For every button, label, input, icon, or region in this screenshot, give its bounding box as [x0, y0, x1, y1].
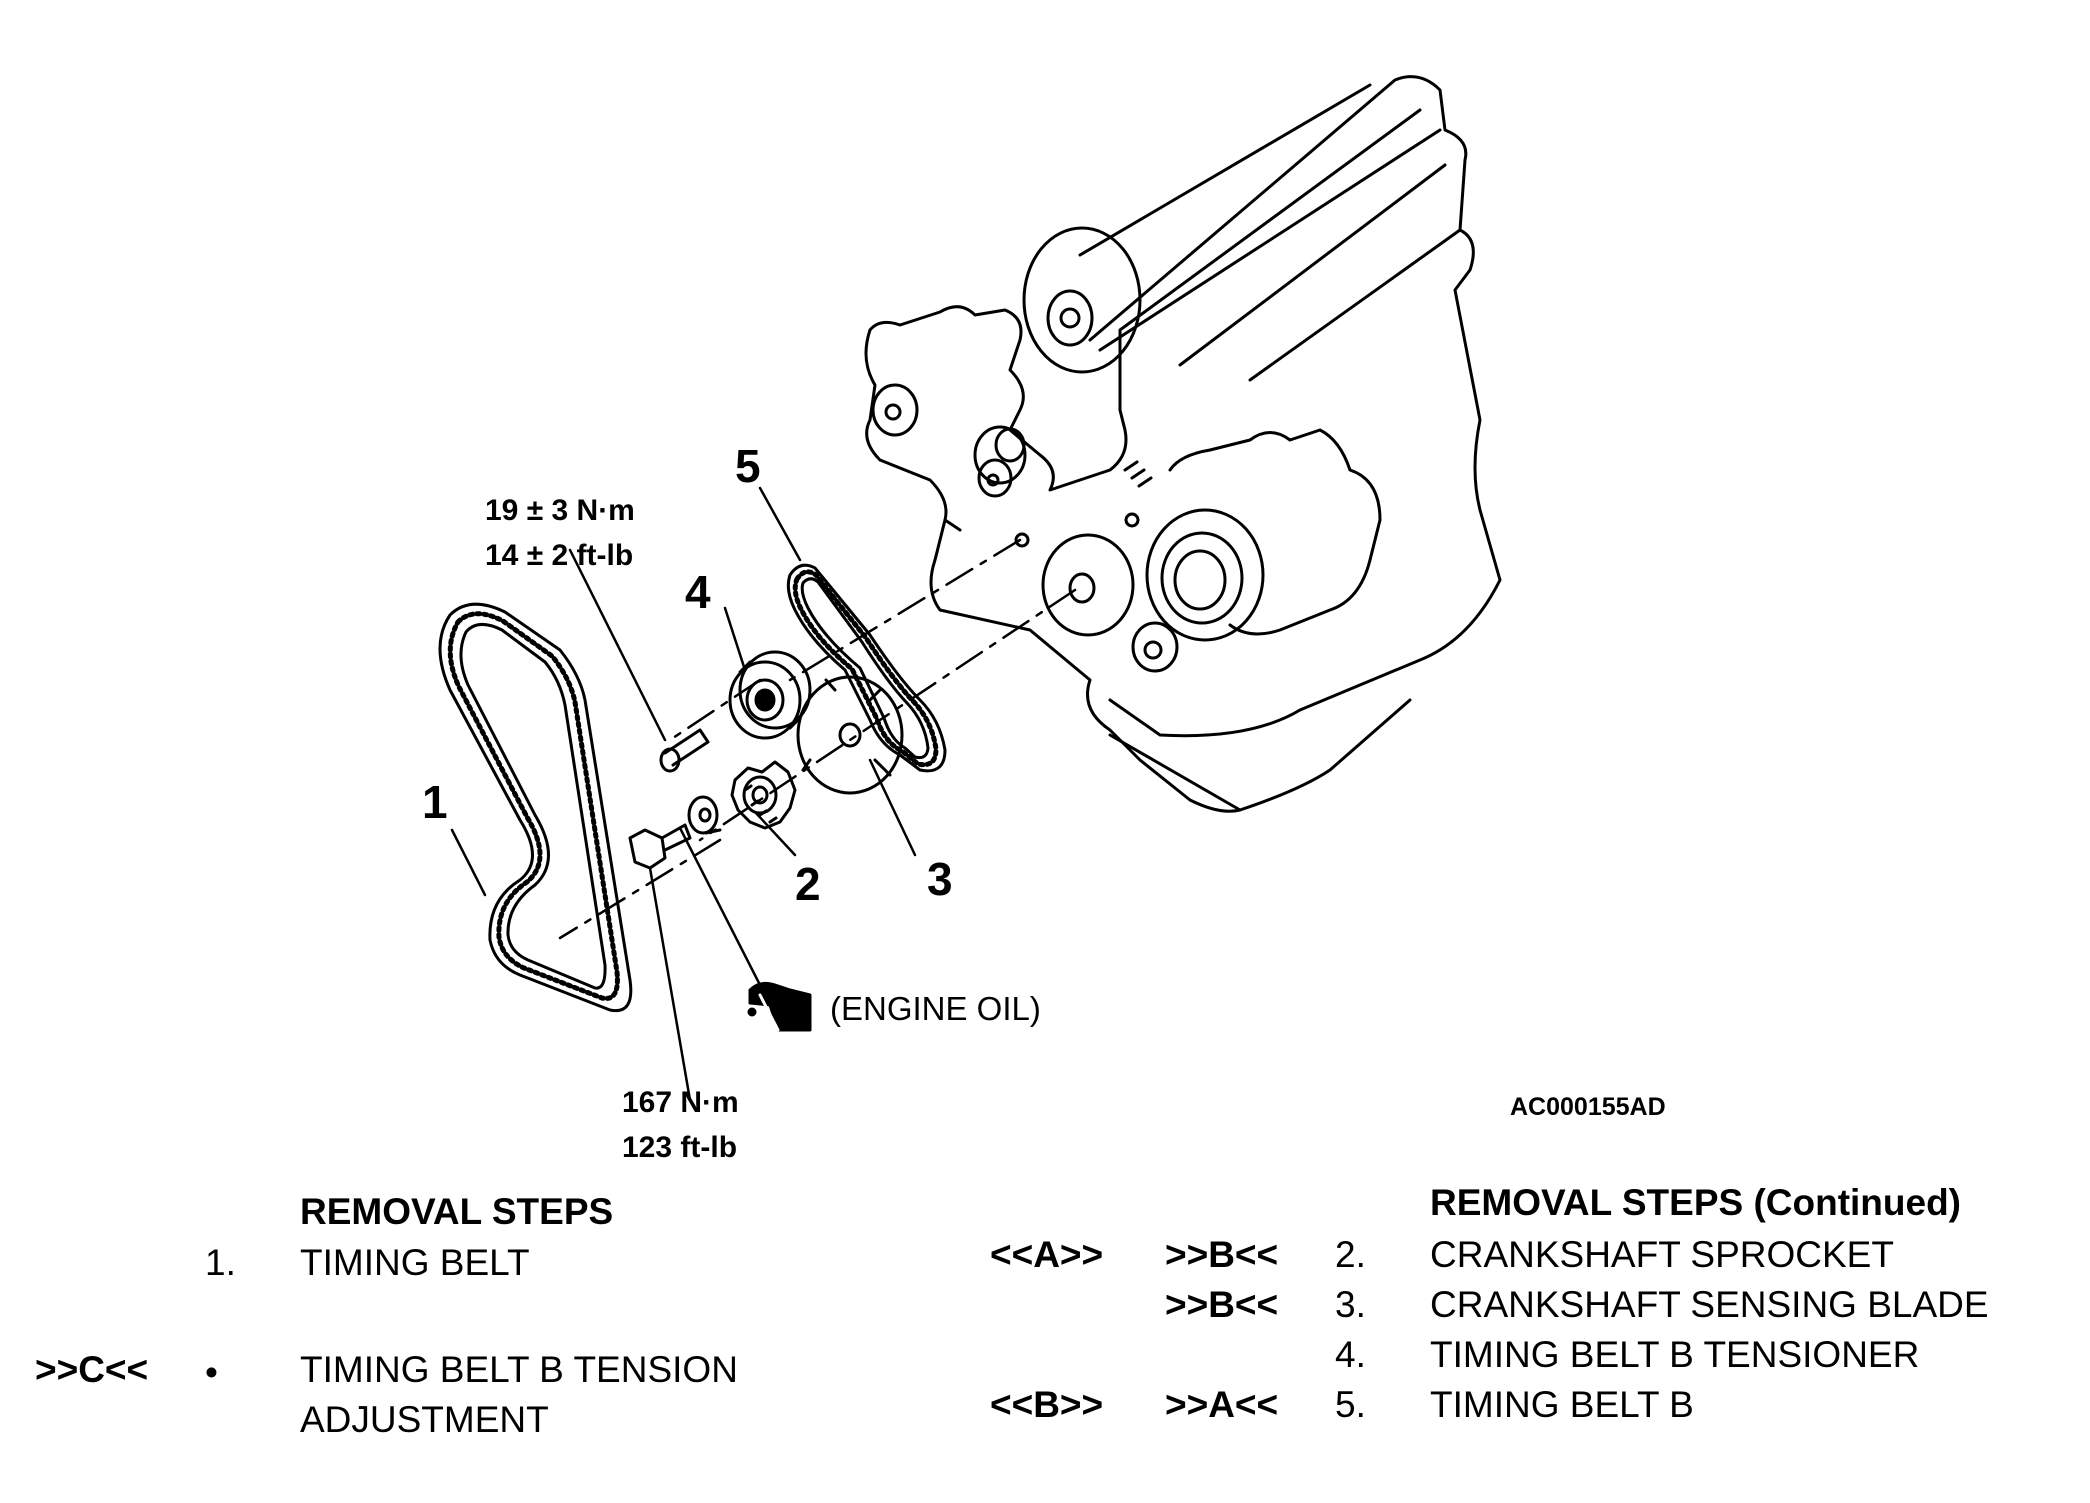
- engine-oil-label: (ENGINE OIL): [830, 990, 1041, 1027]
- step-1-number: 1.: [205, 1242, 236, 1283]
- figure-id: AC000155AD: [1510, 1093, 1666, 1121]
- engine-block: [864, 75, 1502, 813]
- crank-bolt-torque-ftlb: 123 ft-lb: [622, 1131, 737, 1164]
- crankshaft-bolt: [628, 823, 692, 870]
- removal-steps-continued-header: REMOVAL STEPS (Continued): [1430, 1182, 1962, 1223]
- step-5-install-marker: >>A<<: [1165, 1384, 1279, 1425]
- step-3-text: CRANKSHAFT SENSING BLADE: [1430, 1284, 1989, 1325]
- step-5-removal-marker: <<B>>: [990, 1384, 1104, 1425]
- step-adjust-line2: ADJUSTMENT: [300, 1399, 549, 1440]
- step-c-marker: >>C<<: [35, 1349, 149, 1390]
- step-3-number: 3.: [1335, 1284, 1366, 1325]
- step-4-number: 4.: [1335, 1334, 1366, 1375]
- callout-5: 5: [735, 440, 761, 492]
- timing-belt: [438, 602, 633, 1013]
- step-bullet: •: [205, 1352, 218, 1393]
- tensioner-torque-ftlb: 14 ± 2 ft-lb: [485, 539, 633, 572]
- washer: [687, 795, 722, 835]
- step-2-install-marker: >>B<<: [1165, 1234, 1279, 1275]
- removal-steps-left: REMOVAL STEPS 1. TIMING BELT >>C<< • TIM…: [0, 0, 1000, 1503]
- callout-3: 3: [927, 853, 953, 905]
- tensioner-torque-nm: 19 ± 3 N·m: [485, 494, 635, 527]
- step-4-text: TIMING BELT B TENSIONER: [1430, 1334, 1920, 1375]
- step-adjust-line1: TIMING BELT B TENSION: [300, 1349, 738, 1390]
- callout-2: 2: [795, 858, 821, 910]
- crank-bolt-torque-nm: 167 N·m: [622, 1086, 739, 1119]
- step-2-text: CRANKSHAFT SPROCKET: [1430, 1234, 1894, 1275]
- removal-steps-header: REMOVAL STEPS: [300, 1191, 614, 1232]
- leader-lines: [450, 486, 917, 1102]
- crankshaft-sensing-blade: [796, 675, 904, 795]
- step-1-text: TIMING BELT: [300, 1242, 530, 1283]
- step-5-text: TIMING BELT B: [1430, 1384, 1694, 1425]
- oil-can-icon: [747, 981, 812, 1032]
- step-5-number: 5.: [1335, 1384, 1366, 1425]
- callout-4: 4: [685, 566, 711, 618]
- tensioner-bolt: [659, 728, 710, 773]
- step-2-removal-marker: <<A>>: [990, 1234, 1104, 1275]
- callout-1: 1: [422, 776, 448, 828]
- crankshaft-sprocket: [730, 760, 797, 830]
- step-3-install-marker: >>B<<: [1165, 1284, 1279, 1325]
- step-2-number: 2.: [1335, 1234, 1366, 1275]
- timing-belt-b: [786, 563, 947, 773]
